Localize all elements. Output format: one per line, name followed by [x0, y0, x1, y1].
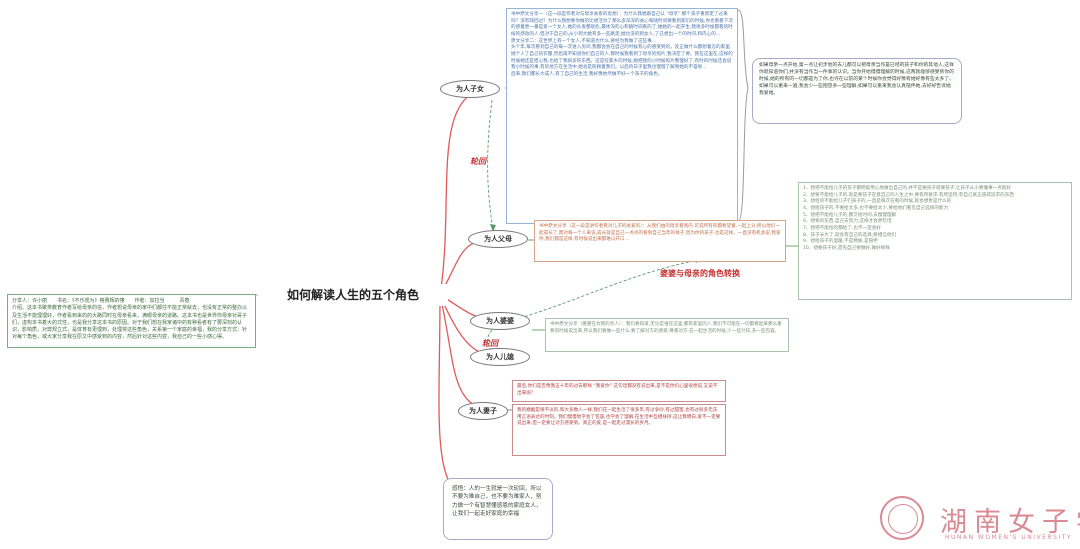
child-reflection-note: 如果母亲一点开始,第一点让初步地的去儿都可以把母亲当作是已经的孩子和你的其他人,… — [752, 58, 962, 124]
label-transform: 婆婆与母亲的角色转换 — [660, 269, 740, 278]
watermark-title: 湖南女子学院 — [940, 507, 1080, 538]
wife-question-box: 最后,你们是否像我五十年的过去那样 “我爱你” 这句话都没有说出来,是不是你们心… — [512, 380, 726, 402]
watermark-subtitle: HUNAN WOMEN'S UNIVERSITY — [945, 534, 1072, 541]
branch-child[interactable]: 为人子女 — [440, 80, 500, 98]
inlaw-text-box: 书中原文分享（婆婆在为我的亲人）：我们要知道,无论是谁在这里,都有家里的人,我们… — [545, 318, 789, 352]
branch-mother-in-law[interactable]: 为人婆婆 — [470, 312, 530, 330]
parent-list-box: 1、想把不能给儿子的孩子都把能用心地做出自己的,并不是要孩子就要孩子,让孩子从小… — [798, 182, 1072, 300]
branch-parent[interactable]: 为人父母 — [468, 230, 528, 248]
intro-text-box: 分享人：许小丽 书名：《不乐观为》格赛辉的懂 作者：加拉当 青春 介绍。这本书聚… — [7, 294, 256, 348]
brace-child — [737, 9, 749, 223]
conclusion-note: 感悟：人的一生就是一次轮回，所以不要为难自己，也不要为难家人，努力做一个有智慧懂… — [443, 478, 553, 540]
label-cycle-top: 轮回 — [470, 157, 486, 166]
branch-wife[interactable]: 为人妻子 — [458, 402, 508, 420]
root-topic[interactable]: 如何解读人生的五个角色 — [258, 284, 448, 306]
child-text-box: 书中原文分享一（这一段是作者对与母亲关系的思想）：为什么我想跟自己认 “母亲” … — [506, 8, 738, 224]
university-seal-icon — [880, 496, 924, 540]
cycle-arrow-top — [487, 99, 494, 231]
link-root-child — [439, 87, 486, 296]
wife-text-box: 我的婚姻是很平淡的,和大多数人一样,我们在一起生活了很多年,有过争吵,有过甜蜜,… — [512, 404, 726, 456]
branch-son[interactable]: 为人儿媳 — [470, 348, 530, 366]
parent-text-box: 书中原文分享（这一段是讲作者看对儿子的关爱的）：从我们由的母亲看到的,可说所有的… — [534, 220, 786, 262]
label-cycle-bottom: 轮回 — [482, 339, 498, 348]
transform-arrow — [519, 259, 701, 319]
